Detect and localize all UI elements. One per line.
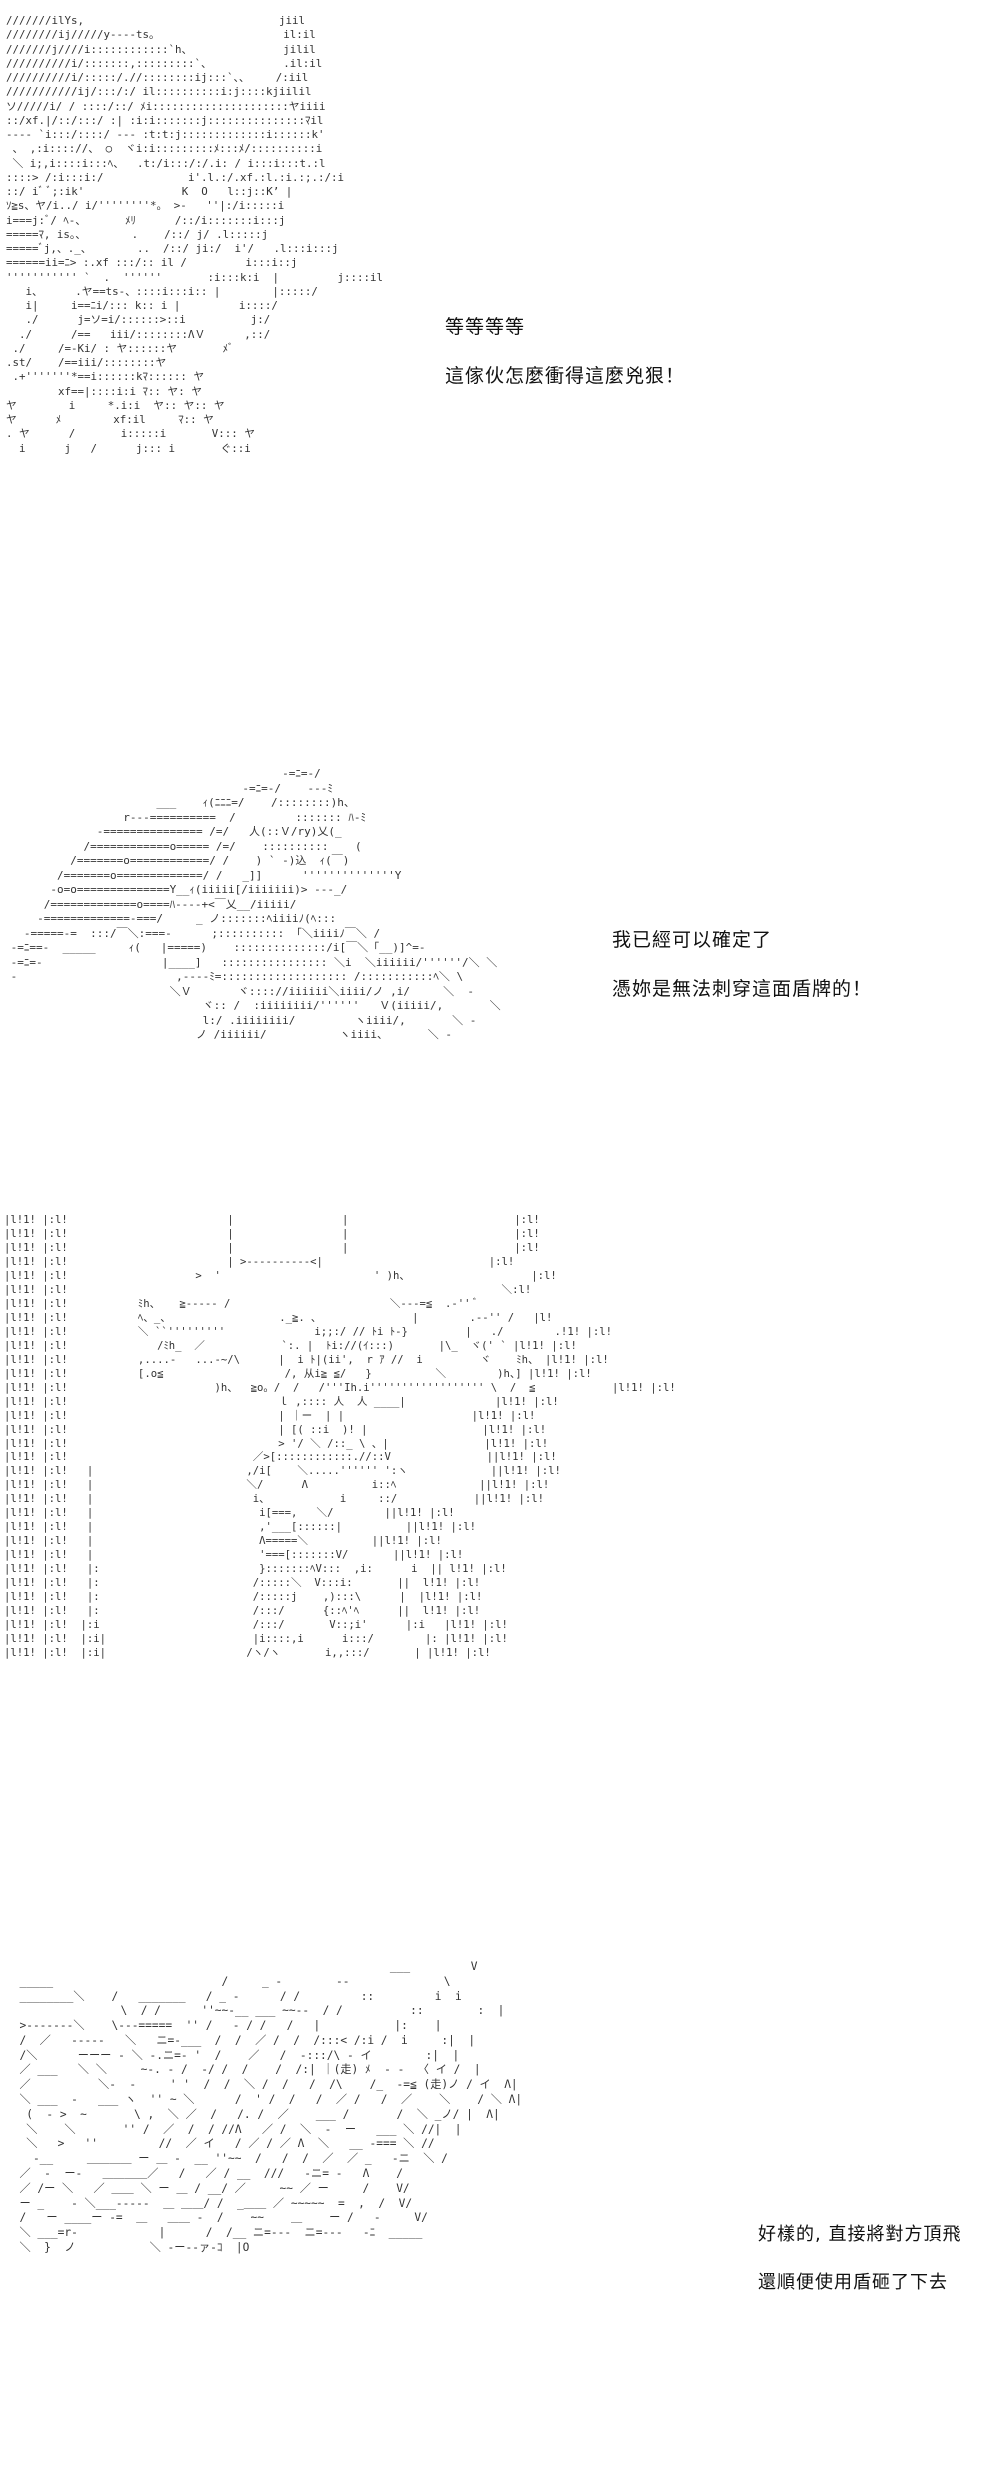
- dialog-line: 好樣的, 直接將對方頂飛: [758, 2224, 962, 2245]
- speech-text: 我已經可以確定了 憑妳是無法刺穿這面盾牌的！: [612, 925, 872, 1023]
- ascii-art-pillars-figure: |l!1! |:l! | | |:l! |l!1! |:l! | | |:l! …: [4, 1214, 676, 1660]
- speech-text: 好樣的, 直接將對方頂飛 還順便使用盾砸了下去: [758, 2220, 961, 2316]
- ascii-art-character: ///////ilYs, jiil ////////ij/////y----ts…: [6, 14, 384, 455]
- panel-1: ///////ilYs, jiil ////////ij/////y----ts…: [0, 0, 1000, 750]
- dialog-line: 我已經可以確定了: [612, 929, 773, 951]
- panel-4: ___ V _____ / _ - -- \ ________＼ / _____…: [0, 1950, 1000, 2466]
- dialog-line: 等等等等: [445, 316, 526, 338]
- ascii-art-shield-character: -=ﾆ=-/ -=ﾆ=-/ ---ﾐ ___ ｨ(ﾆﾆﾆ=/ /::::::::…: [10, 767, 501, 1042]
- panel-2: -=ﾆ=-/ -=ﾆ=-/ ---ﾐ ___ ｨ(ﾆﾆﾆ=/ /::::::::…: [0, 755, 1000, 1185]
- panel-3: |l!1! |:l! | | |:l! |l!1! |:l! | | |:l! …: [0, 1190, 1000, 1930]
- ascii-art-action-scene: ___ V _____ / _ - -- \ ________＼ / _____…: [19, 1960, 523, 2254]
- dialog-line: 這傢伙怎麼衝得這麼兇狠！: [445, 365, 686, 387]
- dialog-line: 憑妳是無法刺穿這面盾牌的！: [612, 978, 873, 1000]
- dialog-line: 還順便使用盾砸了下去: [758, 2272, 948, 2293]
- speech-text: 等等等等 這傢伙怎麼衝得這麼兇狠！: [445, 312, 685, 410]
